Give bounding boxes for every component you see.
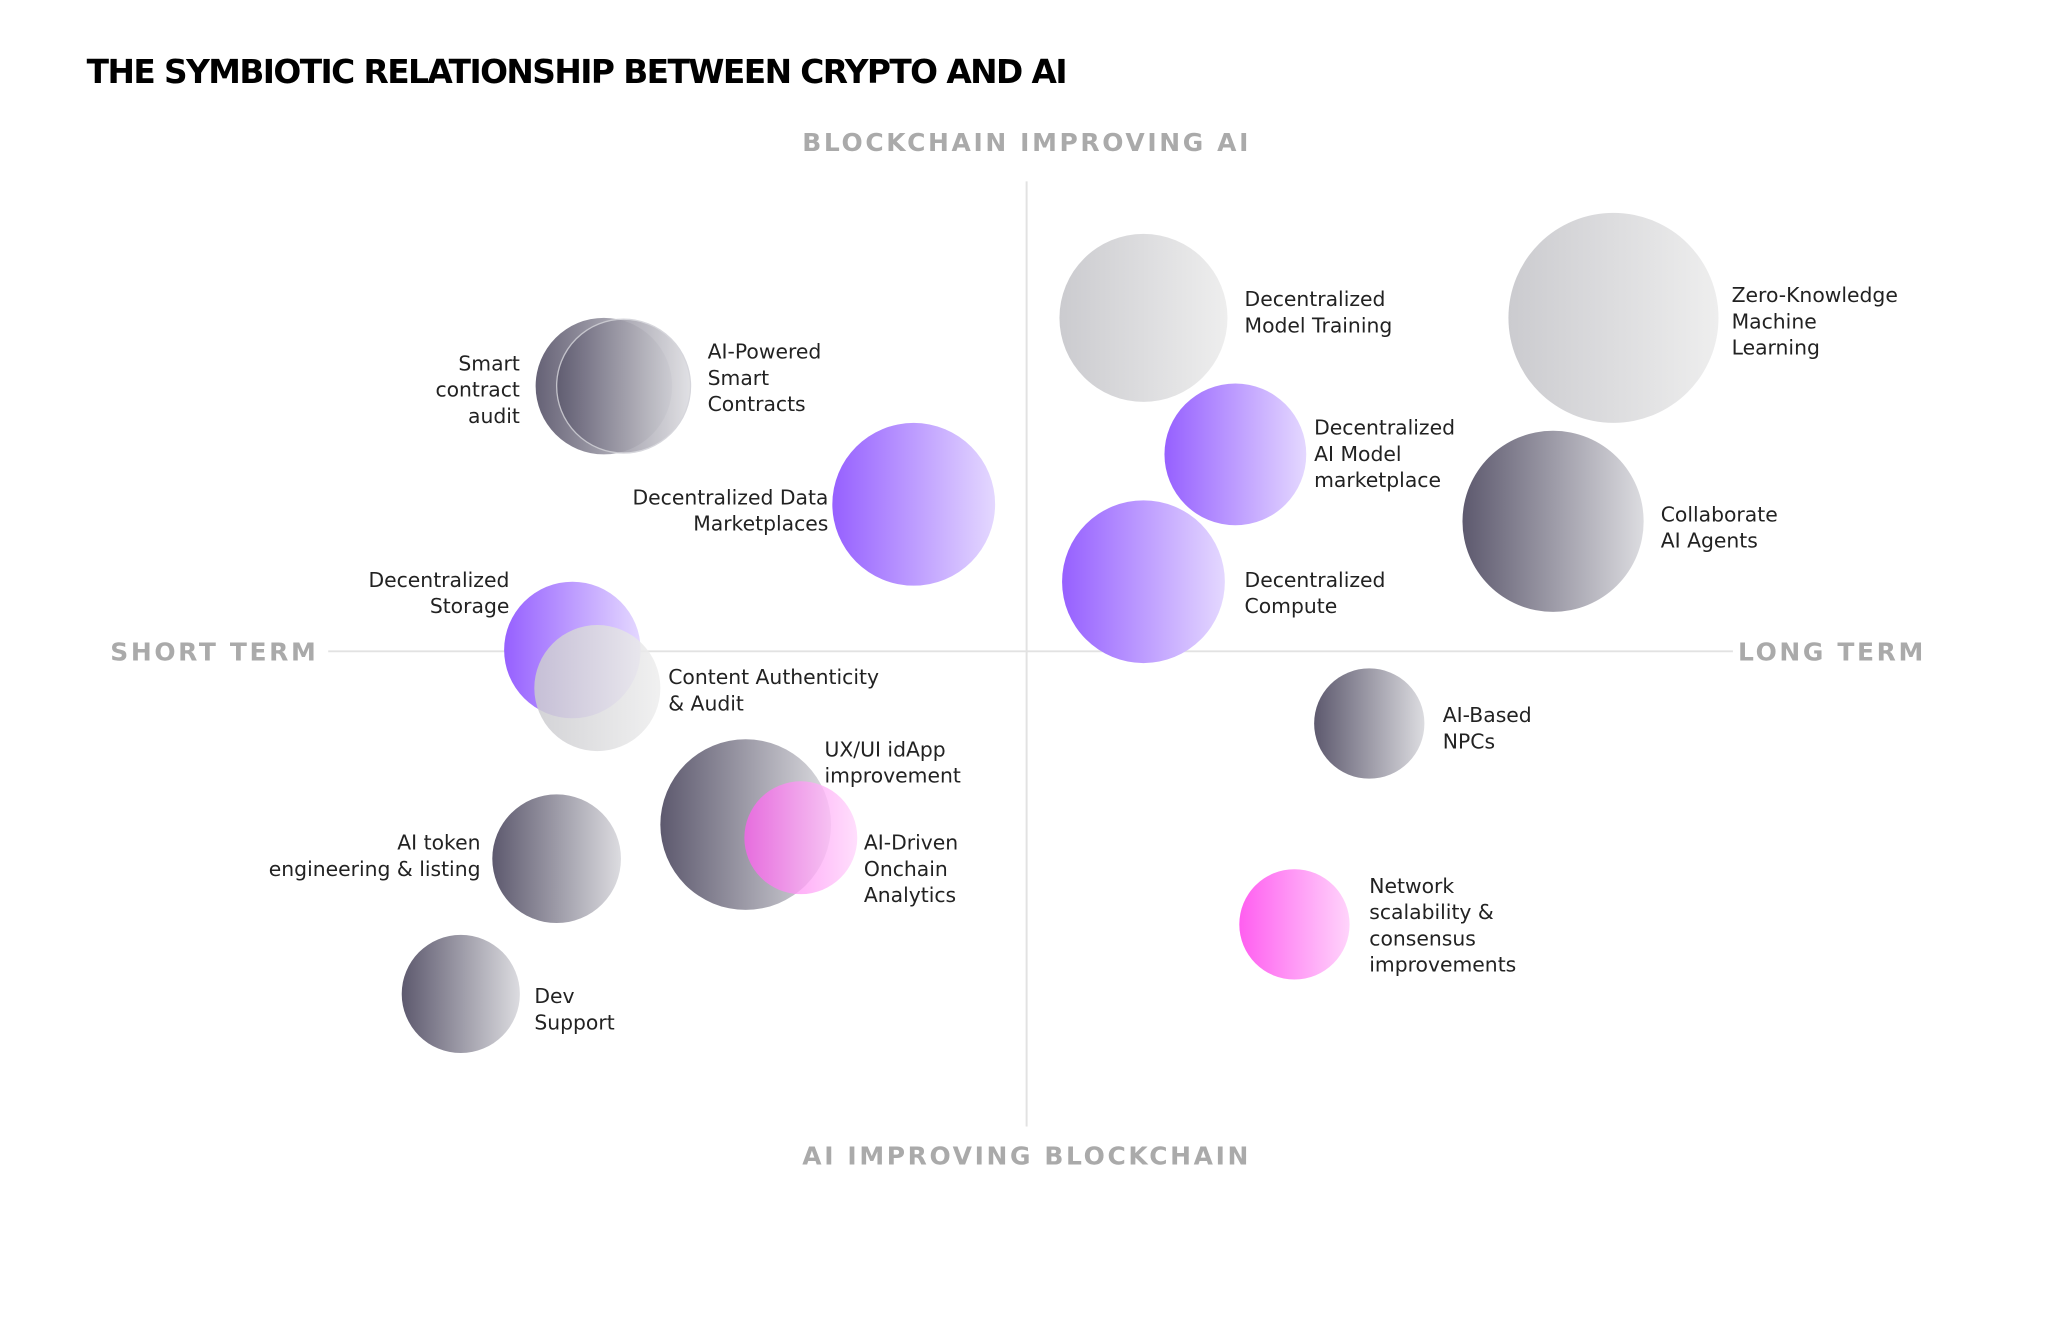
- bubble: [832, 422, 996, 586]
- bubble: [1239, 869, 1350, 980]
- bubble-label-line: engineering & listing: [269, 857, 481, 881]
- bubble-label-line: Decentralized Data: [632, 485, 828, 509]
- bubble: [555, 318, 692, 454]
- bubble-label-line: contract: [435, 378, 519, 402]
- axis-label-right: LONG TERM: [1738, 637, 1926, 666]
- bubble-label-line: AI-Driven: [864, 831, 958, 855]
- bubble: [1508, 212, 1719, 423]
- bubble-label-line: AI Model: [1314, 442, 1401, 466]
- bubble-label-line: Onchain: [864, 857, 948, 881]
- axis-label-top: BLOCKCHAIN IMPROVING AI: [802, 128, 1251, 157]
- chart-title: THE SYMBIOTIC RELATIONSHIP BETWEEN CRYPT…: [87, 53, 1066, 91]
- bubble-label-line: AI token: [397, 831, 480, 855]
- bubble: [401, 934, 520, 1054]
- bubble-label-line: Content Authenticity: [668, 665, 879, 689]
- bubble: [744, 781, 858, 895]
- bubble: [1164, 383, 1307, 526]
- bubble-label: UX/UI idApp improvement: [824, 737, 960, 787]
- bubble-label-line: Network: [1369, 874, 1454, 898]
- bubble-label-line: marketplace: [1314, 468, 1441, 492]
- bubble: [1062, 500, 1225, 664]
- bubble: [492, 794, 621, 924]
- bubble-label-line: Decentralized: [368, 568, 509, 592]
- bubble-label-line: improvement: [824, 764, 960, 788]
- bubble-label-line: Dev: [534, 984, 574, 1008]
- bubble-label-line: Learning: [1732, 336, 1820, 360]
- bubble-label-line: Contracts: [708, 392, 806, 416]
- bubble: [1462, 430, 1644, 612]
- bubble-label-line: consensus: [1369, 926, 1476, 950]
- bubble-label-line: improvements: [1369, 953, 1516, 977]
- bubble-label-line: UX/UI idApp: [824, 737, 945, 761]
- axis-label-bottom: AI IMPROVING BLOCKCHAIN: [802, 1142, 1251, 1171]
- bubble-label-line: Model Training: [1245, 313, 1393, 337]
- bubble-label-line: AI Agents: [1661, 529, 1758, 553]
- bubble-label-line: & Audit: [668, 691, 744, 715]
- bubbles-group: [401, 212, 1719, 1054]
- bubble-label-line: scalability &: [1369, 900, 1494, 924]
- bubble-label-line: Storage: [430, 594, 510, 618]
- bubble-label-line: Zero-Knowledge: [1732, 283, 1898, 307]
- bubble-label-line: AI-Powered: [708, 340, 822, 364]
- axis-label-left: SHORT TERM: [110, 637, 318, 666]
- bubble-label: Content Authenticity& Audit: [668, 665, 879, 715]
- bubble-label: Collaborate AI Agents: [1661, 502, 1778, 552]
- bubble-label-line: Compute: [1245, 594, 1338, 618]
- bubble-label-line: NPCs: [1443, 729, 1495, 753]
- bubble-label-line: Support: [534, 1010, 614, 1034]
- bubble: [534, 625, 661, 752]
- bubble-label-line: Analytics: [864, 883, 956, 907]
- bubble-label-line: Smart: [708, 366, 770, 390]
- bubble-label-line: Machine: [1732, 309, 1817, 333]
- bubble-label-line: Marketplaces: [693, 512, 828, 536]
- bubble-label-line: Decentralized: [1245, 287, 1386, 311]
- bubble-label-line: Smart: [458, 351, 520, 375]
- bubble-label-line: Decentralized: [1314, 416, 1455, 440]
- bubble: [1314, 668, 1425, 779]
- bubble: [1059, 233, 1228, 402]
- bubble-label-line: Decentralized: [1245, 568, 1386, 592]
- bubble-label-line: audit: [468, 404, 520, 428]
- bubble-label-line: AI-Based: [1443, 703, 1532, 727]
- bubble-label-line: Collaborate: [1661, 502, 1778, 526]
